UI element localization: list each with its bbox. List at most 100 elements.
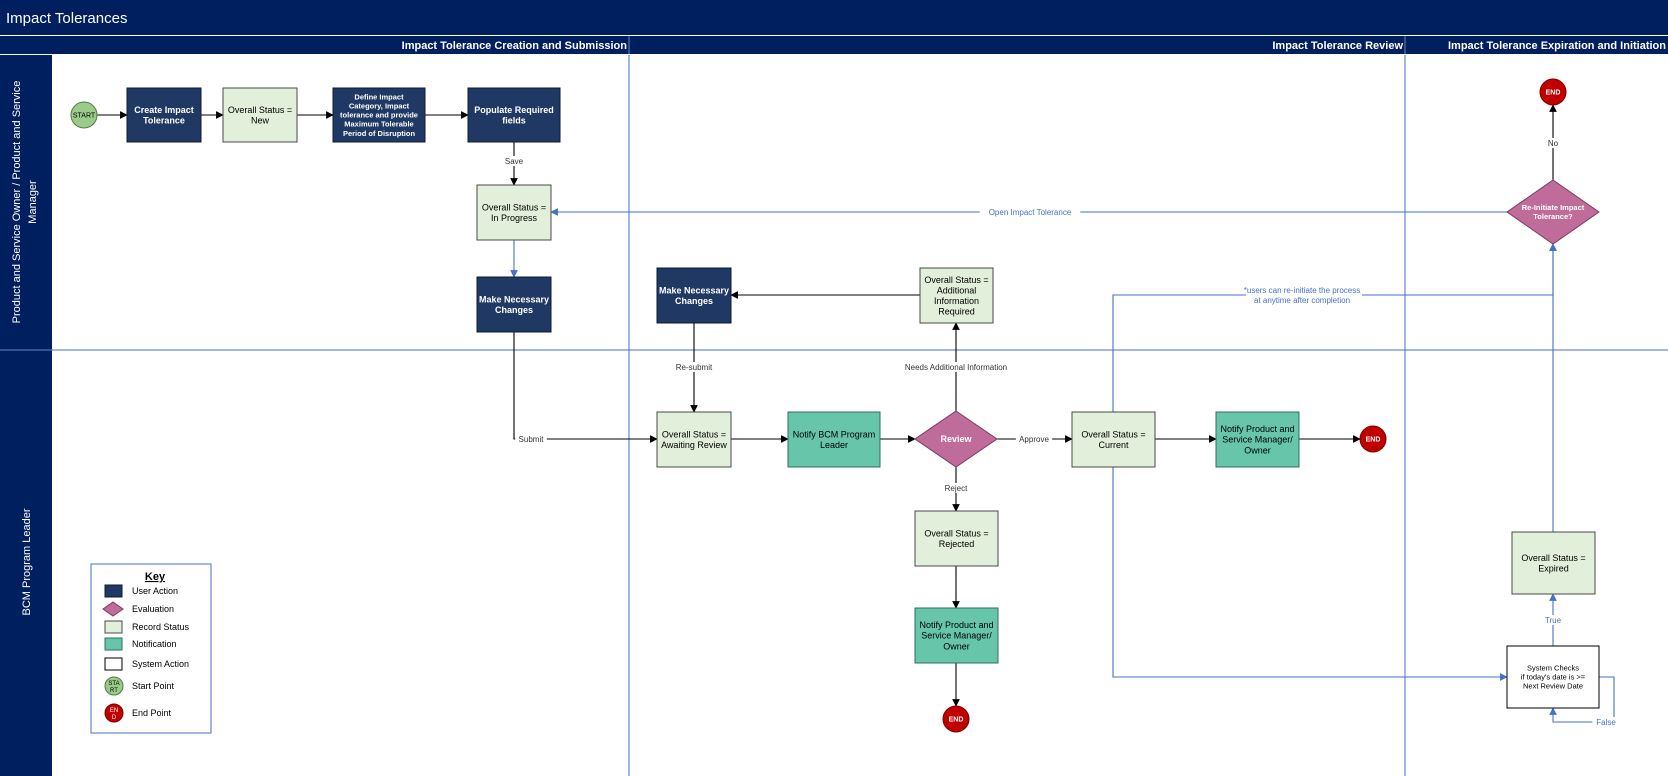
edge-label-needs_info: Needs Additional Information: [905, 363, 1007, 372]
node-reinitiate-text-line-2: Tolerance?: [1533, 212, 1573, 221]
legend-label-start: Start Point: [132, 681, 175, 691]
node-status-rejected-shape: [914, 510, 999, 567]
edge-label-submit: Submit: [519, 435, 545, 444]
node-end-reject: END: [942, 705, 970, 733]
legend-item-notify: Notification: [104, 637, 177, 651]
legend-item-system: System Action: [104, 657, 189, 671]
edge-label-bg-reject: [940, 483, 972, 493]
node-define-shape: [332, 87, 426, 143]
reinitiate-note-line-2: at anytime after completion: [1254, 296, 1350, 305]
edge-label-no: No: [1548, 139, 1559, 148]
legend-swatch-system: [104, 657, 123, 671]
node-end-top-text-line-1: END: [1546, 89, 1561, 96]
node-define-text-line-5: Period of Disruption: [343, 129, 416, 138]
node-changes-owner-text-line-2: Changes: [495, 305, 533, 315]
edge-current-reinitiate-note: [1112, 243, 1557, 412]
node-status-awaiting-text-line-1: Overall Status =: [662, 429, 726, 439]
legend-label-notify: Notification: [132, 639, 177, 649]
edge-label-bg-save: [502, 156, 526, 166]
node-status-new-shape: [222, 87, 298, 143]
node-status-new-text-line-2: New: [251, 115, 270, 125]
legend-title: Key: [145, 571, 166, 583]
phase-header-row: [0, 36, 1668, 54]
node-notify-bcm-text-line-2: Leader: [820, 440, 848, 450]
node-status-rejected-text-line-2: Rejected: [939, 539, 975, 549]
phase-expiration-label: Impact Tolerance Expiration and Initiati…: [1448, 40, 1666, 52]
edge-changes-awaiting: [513, 332, 658, 443]
node-changes-owner-text-line-1: Make Necessary: [479, 294, 549, 304]
node-end-top: END: [1539, 78, 1567, 106]
node-status-expired-text-line-2: Expired: [1538, 563, 1569, 573]
node-status-new: Overall Status =New: [222, 87, 298, 143]
legend-item-eval: Evaluation: [102, 601, 174, 617]
lane-header-column: [0, 55, 52, 776]
legend-label-system: System Action: [132, 659, 189, 669]
edge-label-bg-approve: [1015, 434, 1053, 444]
node-notify-owner-reject-text-line-3: Owner: [943, 641, 970, 651]
legend-swatch-status: [104, 620, 123, 634]
node-status-expired: Overall Status =Expired: [1511, 531, 1596, 595]
node-status-inprogress-shape: [476, 184, 552, 241]
node-start-shape: [70, 101, 98, 129]
page-title: Impact Tolerances: [6, 10, 127, 27]
title-bar: [0, 0, 1668, 35]
node-status-inprogress: Overall Status =In Progress: [476, 184, 552, 241]
edge-label-open: Open Impact Tolerance: [989, 208, 1072, 217]
node-define-text-line-3: tolerance and provide: [340, 111, 418, 120]
node-status-expired-shape: [1511, 531, 1596, 595]
node-end-reject-text-line-1: END: [949, 716, 964, 723]
node-notify-owner-approve-shape: [1215, 411, 1300, 468]
node-end-approve: END: [1359, 425, 1387, 453]
lane-owner-label-line2: Manager: [27, 180, 39, 224]
legend-label-end: End Point: [132, 708, 172, 718]
node-notify-owner-approve-text-line-3: Owner: [1244, 445, 1271, 455]
node-status-awaiting-text-line-2: Awaiting Review: [661, 440, 727, 450]
edge-label-resubmit: Re-submit: [676, 363, 713, 372]
node-system-check-text-line-3: Next Review Date: [1523, 682, 1583, 691]
node-create-text-line-1: Create Impact: [134, 105, 194, 115]
node-notify-bcm-shape: [787, 411, 881, 468]
node-populate-text-line-1: Populate Required: [474, 105, 554, 115]
legend-swatch-user: [104, 584, 123, 598]
lane-bcm-label: BCM Program Leader: [21, 508, 33, 615]
reinitiate-note-bg: [1246, 284, 1362, 306]
node-status-rejected: Overall Status =Rejected: [914, 510, 999, 567]
node-status-current: Overall Status =Current: [1071, 411, 1156, 468]
node-review-text-line-1: Review: [940, 434, 972, 444]
node-create-text-line-2: Tolerance: [143, 115, 185, 125]
edge-label-false: False: [1596, 718, 1616, 727]
node-notify-owner-reject-text-line-2: Service Manager/: [921, 631, 992, 641]
node-status-current-text-line-1: Overall Status =: [1081, 429, 1145, 439]
node-status-current-shape: [1071, 411, 1156, 468]
node-define-text-line-1: Define Impact: [354, 92, 404, 101]
node-notify-owner-reject-text-line-1: Notify Product and: [919, 620, 993, 630]
node-system-check-text-line-2: if today's date is >=: [1521, 673, 1586, 682]
edge-current-systemcheck: [1112, 467, 1508, 681]
node-populate-text-line-2: fields: [502, 115, 526, 125]
node-populate-shape: [467, 87, 561, 143]
node-create-shape: [126, 87, 202, 143]
edge-label-bg-false: [1592, 717, 1620, 727]
node-end-reject-shape: [942, 705, 970, 733]
legend-swatch-eval: [102, 601, 124, 617]
legend-glyph-end-2: D: [112, 715, 117, 721]
node-status-additional-text-line-2: Additional: [937, 285, 977, 295]
node-status-inprogress-text-line-1: Overall Status =: [482, 202, 546, 212]
node-reinitiate-shape: [1506, 179, 1600, 245]
node-status-expired-text-line-1: Overall Status =: [1521, 553, 1585, 563]
node-review-shape: [914, 410, 998, 468]
edge-label-bg-open: [979, 207, 1081, 217]
phase-review-label: Impact Tolerance Review: [1272, 40, 1403, 52]
